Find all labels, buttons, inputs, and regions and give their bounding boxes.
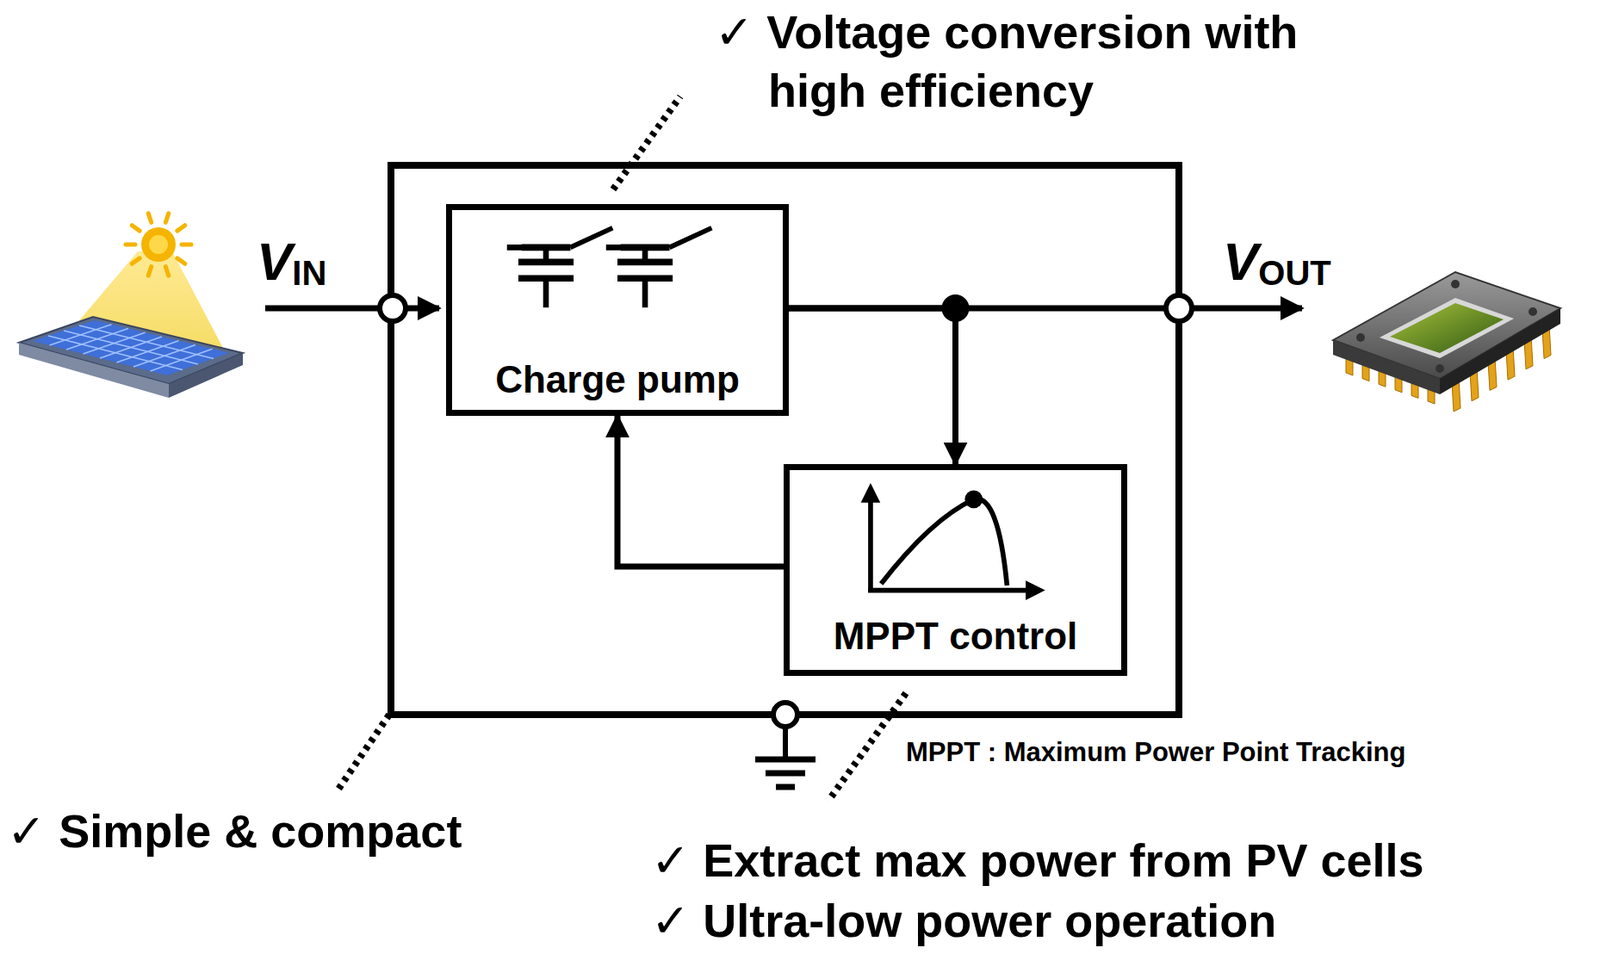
- signal-label: VOUT: [1222, 230, 1332, 292]
- signal-label: VIN: [256, 230, 327, 292]
- connector-arrow: [788, 308, 956, 465]
- feature-callout: ✓ Ultra-low power operation: [651, 892, 1277, 951]
- chip-icon: [1333, 272, 1561, 412]
- ground-symbol: [755, 702, 816, 788]
- converter-housing: [390, 165, 1179, 715]
- leader-lines: [337, 96, 906, 801]
- feature-callout: ✓ Voltage conversion with high efficienc…: [714, 3, 1397, 120]
- box-label: MPPT control: [789, 614, 1122, 658]
- feature-callout: ✓ Extract max power from PV cells: [651, 831, 1425, 891]
- mppt-control-box: MPPT control: [783, 464, 1128, 676]
- charge-pump-box: Charge pump: [446, 204, 789, 416]
- abbreviation-note: MPPT : Maximum Power Point Tracking: [905, 737, 1407, 769]
- box-label: Charge pump: [452, 358, 783, 402]
- input-terminal: [379, 295, 406, 322]
- signal-name: V: [1222, 231, 1259, 292]
- connector-arrow: [617, 415, 784, 567]
- solar-panel-icon: [18, 213, 243, 398]
- signal-name: V: [256, 231, 292, 292]
- input-wire: [265, 305, 440, 312]
- output-terminal: [1165, 295, 1192, 322]
- signal-subscript: OUT: [1258, 254, 1331, 292]
- feature-callout: ✓ Simple & compact: [6, 802, 462, 862]
- signal-subscript: IN: [291, 254, 327, 292]
